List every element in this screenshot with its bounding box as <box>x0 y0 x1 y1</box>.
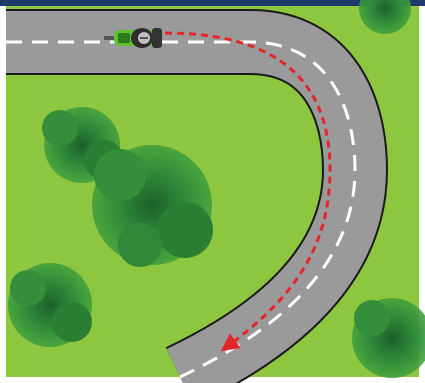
tree-icon <box>8 263 92 347</box>
rider-icon <box>131 28 153 48</box>
